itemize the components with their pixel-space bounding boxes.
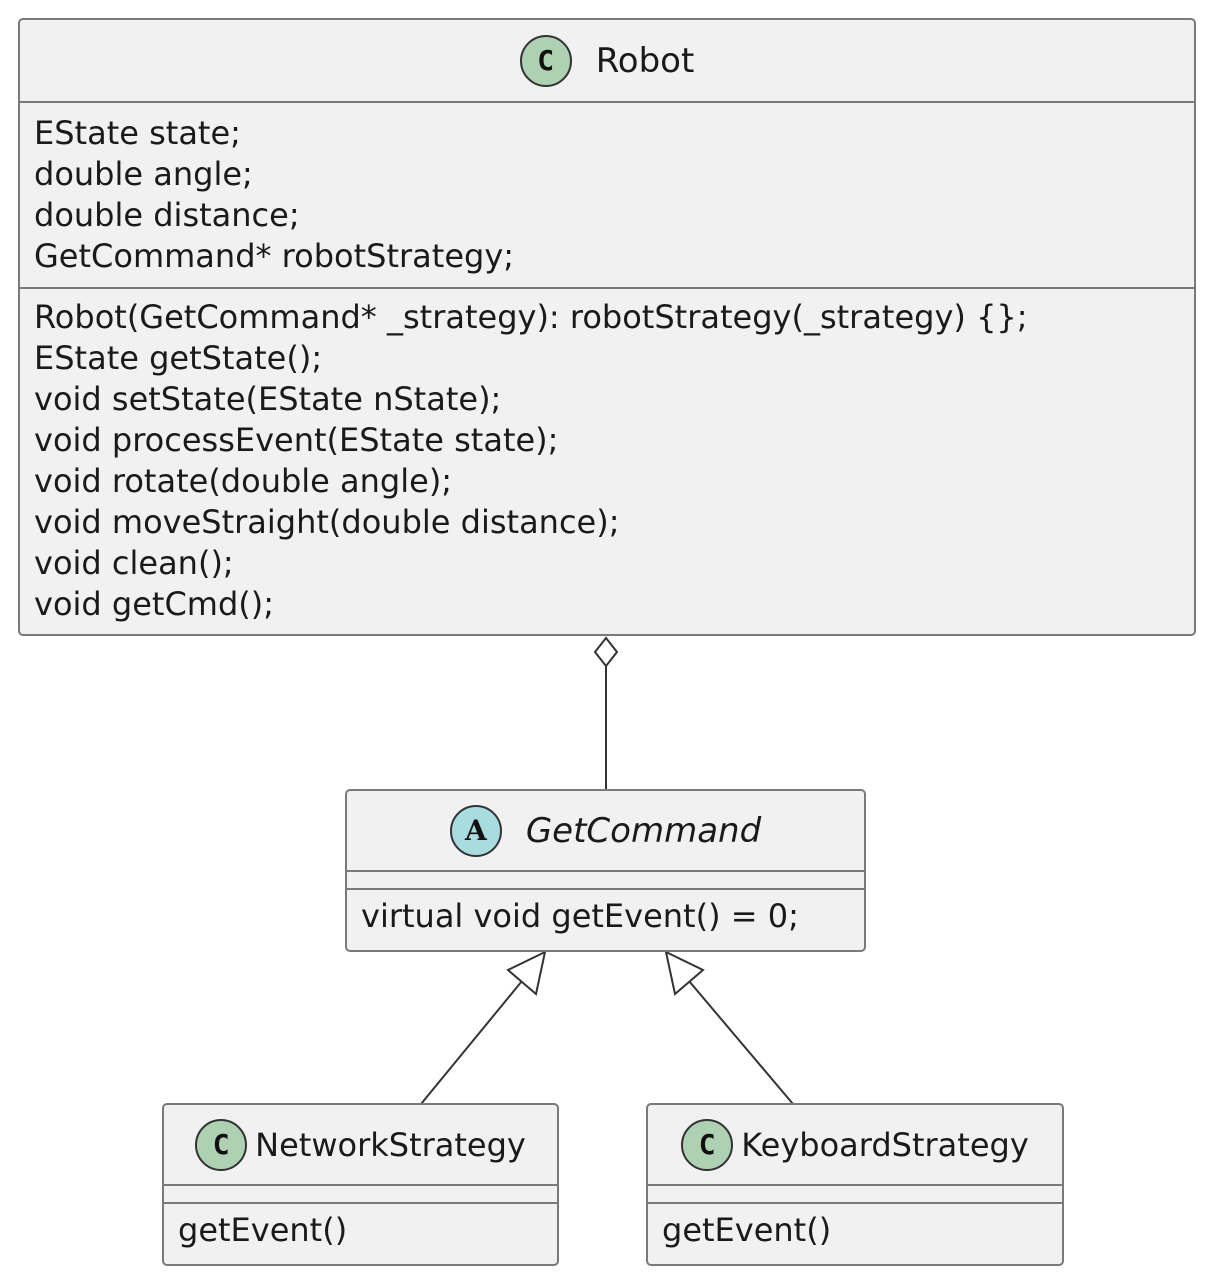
class-badge-icon: C — [519, 34, 572, 87]
methods-compartment: Robot(GetCommand* _strategy): robotStrat… — [20, 289, 1194, 635]
field: GetCommand* robotStrategy; — [34, 237, 515, 275]
class-keyboardstrategy: C KeyboardStrategy getEvent() — [646, 1103, 1064, 1266]
class-robot: C Robot EState state; double angle; doub… — [18, 18, 1196, 636]
class-getcommand: A GetCommand virtual void getEvent() = 0… — [345, 789, 866, 952]
class-name: Robot — [595, 40, 695, 81]
aggregation-diamond — [593, 636, 619, 668]
methods-compartment: getEvent() — [648, 1204, 1062, 1261]
class-header: C KeyboardStrategy — [648, 1105, 1062, 1186]
method: void clean(); — [34, 544, 234, 582]
generalization-network-getcommand — [420, 950, 547, 1105]
method: void rotate(double angle); — [34, 462, 453, 500]
class-header: A GetCommand — [347, 791, 864, 872]
inheritance-arrowhead — [664, 950, 705, 996]
method: Robot(GetCommand* _strategy): robotStrat… — [34, 298, 1028, 336]
method: void setState(EState nState); — [34, 380, 502, 418]
class-header: C Robot — [20, 20, 1194, 103]
class-header: C NetworkStrategy — [164, 1105, 557, 1186]
method: void moveStraight(double distance); — [34, 503, 620, 541]
method: void getCmd(); — [34, 585, 275, 623]
method: void processEvent(EState state); — [34, 421, 559, 459]
method: virtual void getEvent() = 0; — [361, 897, 799, 935]
class-badge-icon: C — [681, 1118, 734, 1171]
class-badge-icon: C — [195, 1118, 248, 1171]
abstract-badge-icon: A — [449, 804, 502, 857]
aggregation-robot-getcommand — [593, 636, 619, 789]
class-name: NetworkStrategy — [255, 1125, 526, 1164]
generalization-keyboard-getcommand — [664, 950, 794, 1105]
fields-compartment: EState state; double angle; double dista… — [20, 103, 1194, 289]
field: double distance; — [34, 196, 300, 234]
class-networkstrategy: C NetworkStrategy getEvent() — [162, 1103, 559, 1266]
fields-compartment — [164, 1186, 557, 1204]
inheritance-arrowhead — [506, 950, 547, 996]
field: double angle; — [34, 155, 253, 193]
methods-compartment: getEvent() — [164, 1204, 557, 1261]
fields-compartment — [648, 1186, 1062, 1204]
class-name: GetCommand — [525, 810, 762, 851]
methods-compartment: virtual void getEvent() = 0; — [347, 890, 864, 947]
method: getEvent() — [178, 1211, 348, 1249]
fields-compartment — [347, 872, 864, 890]
method: getEvent() — [662, 1211, 832, 1249]
field: EState state; — [34, 114, 241, 152]
method: EState getState(); — [34, 339, 323, 377]
class-name: KeyboardStrategy — [741, 1125, 1029, 1164]
